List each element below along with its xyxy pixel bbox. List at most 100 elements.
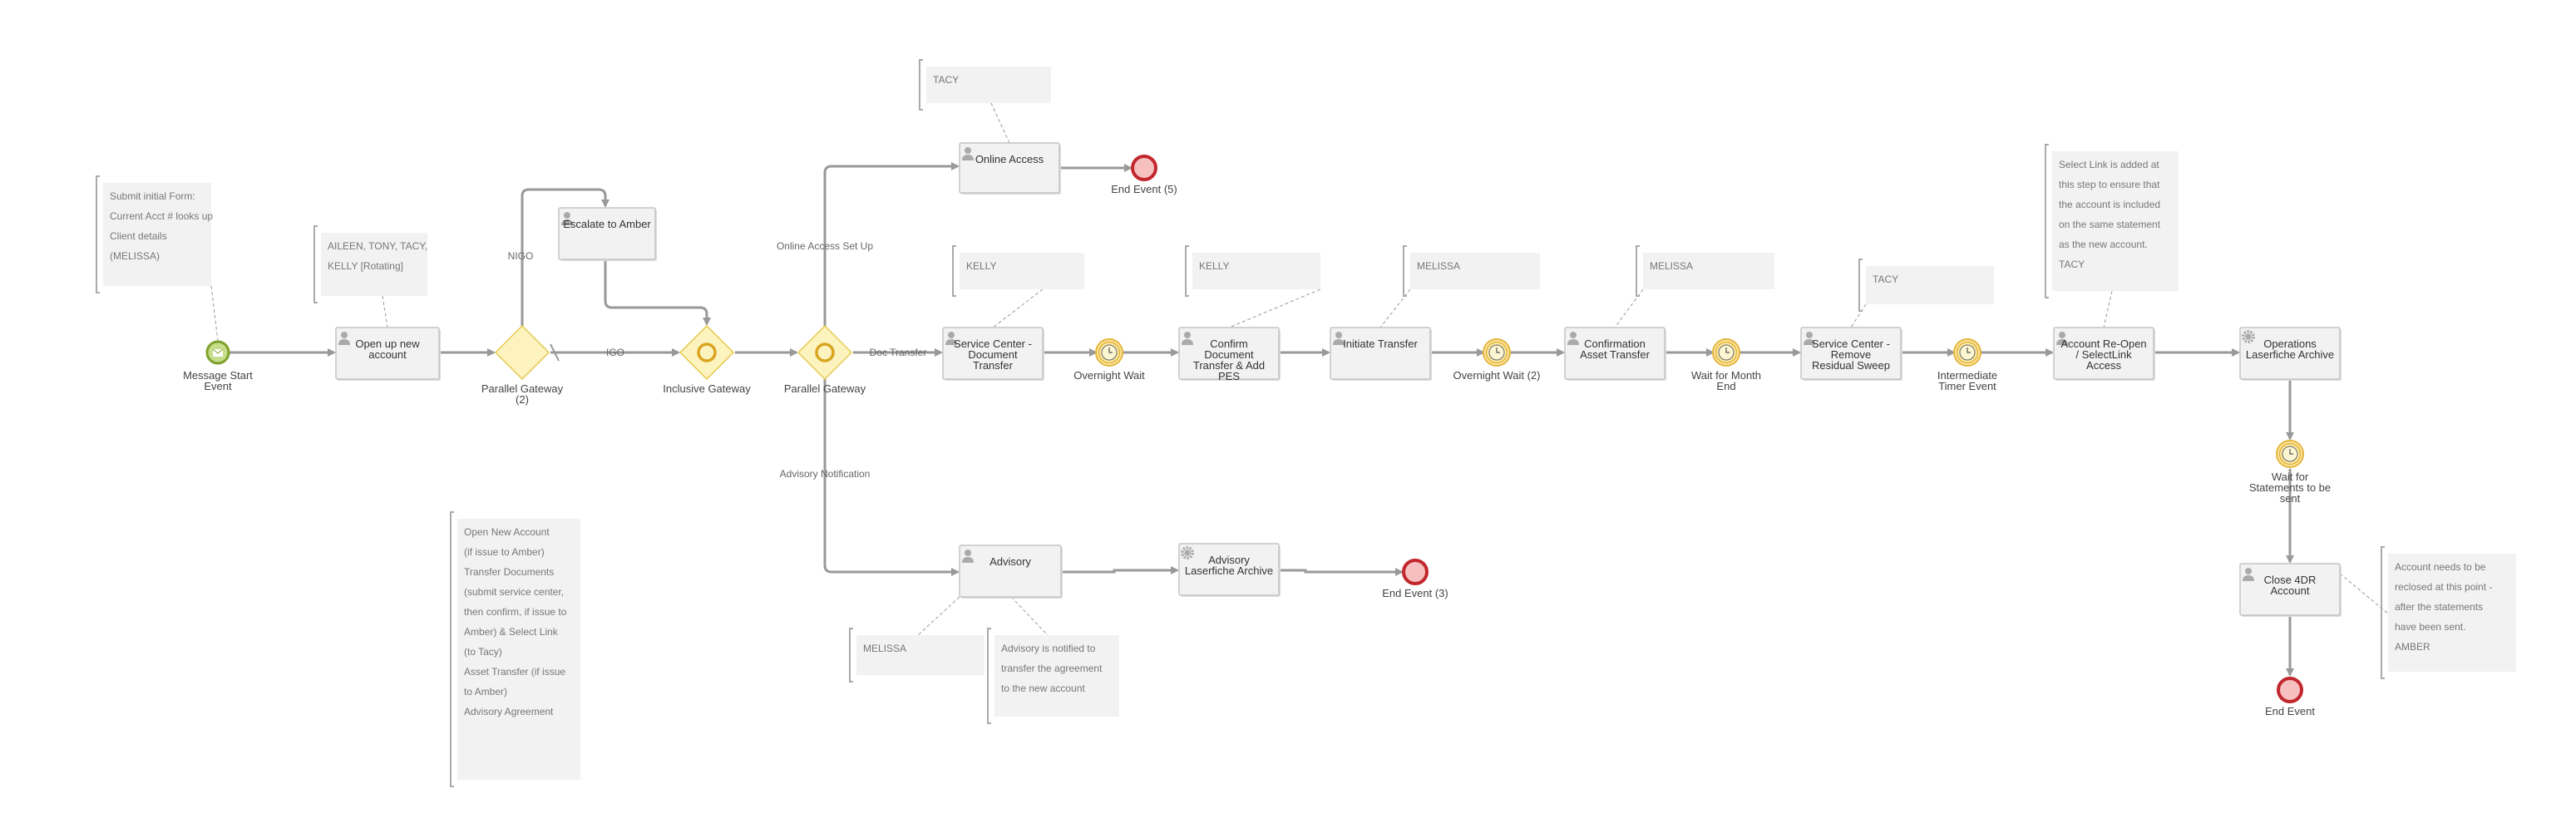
gear-icon xyxy=(1181,546,1194,559)
user-icon xyxy=(2056,332,2068,345)
label-line: Service Center - xyxy=(954,338,1032,350)
end-event-circle[interactable] xyxy=(2277,677,2303,703)
clock-icon xyxy=(2282,446,2298,462)
event-endMain[interactable]: End Event xyxy=(2265,677,2315,717)
label-line: Overnight Wait xyxy=(1073,369,1145,382)
sequence-flows xyxy=(229,162,2294,677)
task-box[interactable] xyxy=(2239,563,2341,616)
gateway-ig[interactable]: Inclusive Gateway xyxy=(663,324,751,395)
label-line: Event xyxy=(204,380,232,392)
label-line: PES xyxy=(1218,370,1240,382)
task-box[interactable] xyxy=(942,327,1044,380)
inclusive-circle-icon xyxy=(697,343,717,362)
task-box[interactable] xyxy=(2053,327,2154,380)
label-line: Document xyxy=(1204,348,1254,361)
event-t2[interactable]: Overnight Wait (2) xyxy=(1453,338,1541,382)
label-line: Online Access xyxy=(975,153,1044,165)
task-esc[interactable]: Escalate to Amber xyxy=(558,207,657,261)
annotation-bracket xyxy=(1185,245,1189,297)
annotation-bracket xyxy=(1636,245,1640,297)
label-line: / SelectLink xyxy=(2075,348,2132,361)
task-box[interactable] xyxy=(1800,327,1902,380)
task-box[interactable] xyxy=(335,327,440,380)
annotation-bracket xyxy=(1858,259,1863,312)
sequence-flow xyxy=(1279,568,1404,576)
task-initiate[interactable]: Initiate Transfer xyxy=(1330,327,1432,381)
text-annotation: TACY xyxy=(1858,259,1994,312)
label-line: Remove xyxy=(1831,348,1871,361)
gateway-diamond[interactable] xyxy=(797,324,853,381)
label-line: Wait for xyxy=(2272,471,2309,483)
label-line: after the statements xyxy=(2395,601,2483,613)
nodes: Submit initial Form:Current Acct # looks… xyxy=(96,59,2516,787)
label-line: Current Acct # looks up xyxy=(110,210,213,222)
task-box[interactable] xyxy=(558,207,656,260)
sequence-flow xyxy=(1061,566,1179,574)
label-line: TACY xyxy=(2059,259,2085,270)
label-line: transfer the agreement xyxy=(1001,663,1103,674)
task-box[interactable] xyxy=(1564,327,1666,380)
association-line xyxy=(1614,288,1644,328)
sequence-flow xyxy=(823,379,960,576)
gateway-diamond[interactable] xyxy=(679,324,735,381)
end-event-circle[interactable] xyxy=(1131,155,1157,181)
event-t1[interactable]: Overnight Wait xyxy=(1073,338,1145,382)
text-annotation: AILEEN, TONY, TACY,KELLY [Rotating] xyxy=(313,225,427,303)
annotation-box xyxy=(1643,253,1774,289)
label-line: on the same statement xyxy=(2059,219,2161,230)
text-annotation: KELLY xyxy=(952,245,1084,297)
task-box[interactable] xyxy=(2239,327,2341,380)
label-line: AMBER xyxy=(2395,641,2430,653)
annotation-bracket xyxy=(2381,546,2385,679)
task-box[interactable] xyxy=(959,142,1060,194)
gateway-pg2[interactable]: Parallel Gateway(2) xyxy=(481,324,564,406)
task-box[interactable] xyxy=(1330,327,1431,380)
label-line: AILEEN, TONY, TACY, xyxy=(328,240,427,252)
user-icon xyxy=(945,332,957,345)
task-advisory[interactable]: Advisory xyxy=(959,545,1063,599)
label-line: (MELISSA) xyxy=(110,250,160,262)
association-line xyxy=(992,288,1044,328)
association-line xyxy=(382,295,388,328)
annotation-box xyxy=(321,233,427,296)
label-line: Transfer Documents xyxy=(464,566,554,578)
label-line: Escalate to Amber xyxy=(563,218,651,230)
annotation-box xyxy=(960,253,1084,289)
label-line: (2) xyxy=(516,393,529,406)
label-line: reclosed at this point - xyxy=(2395,581,2492,593)
user-icon xyxy=(1182,332,1193,345)
end-event-circle[interactable] xyxy=(1402,559,1429,585)
label-line: account xyxy=(368,348,407,361)
event-end3[interactable]: End Event (3) xyxy=(1382,559,1448,599)
label-line: MELISSA xyxy=(1417,260,1460,272)
task-box[interactable] xyxy=(959,545,1062,598)
label-line: Residual Sweep xyxy=(1812,359,1890,372)
flow-label-nigo: NIGO xyxy=(508,250,534,262)
label-line: Timer Event xyxy=(1938,380,1996,392)
task-box[interactable] xyxy=(1178,543,1280,596)
association-line xyxy=(1228,288,1321,328)
label-line: the account is included xyxy=(2059,199,2160,210)
task-online[interactable]: Online Access xyxy=(959,142,1061,195)
association-line xyxy=(2103,290,2113,328)
gateway-diamond[interactable] xyxy=(494,324,550,381)
gateway-pg[interactable]: Parallel Gateway xyxy=(784,324,866,395)
task-box[interactable] xyxy=(1178,327,1280,380)
label-line: this step to ensure that xyxy=(2059,179,2160,190)
event-end5[interactable]: End Event (5) xyxy=(1111,155,1177,195)
